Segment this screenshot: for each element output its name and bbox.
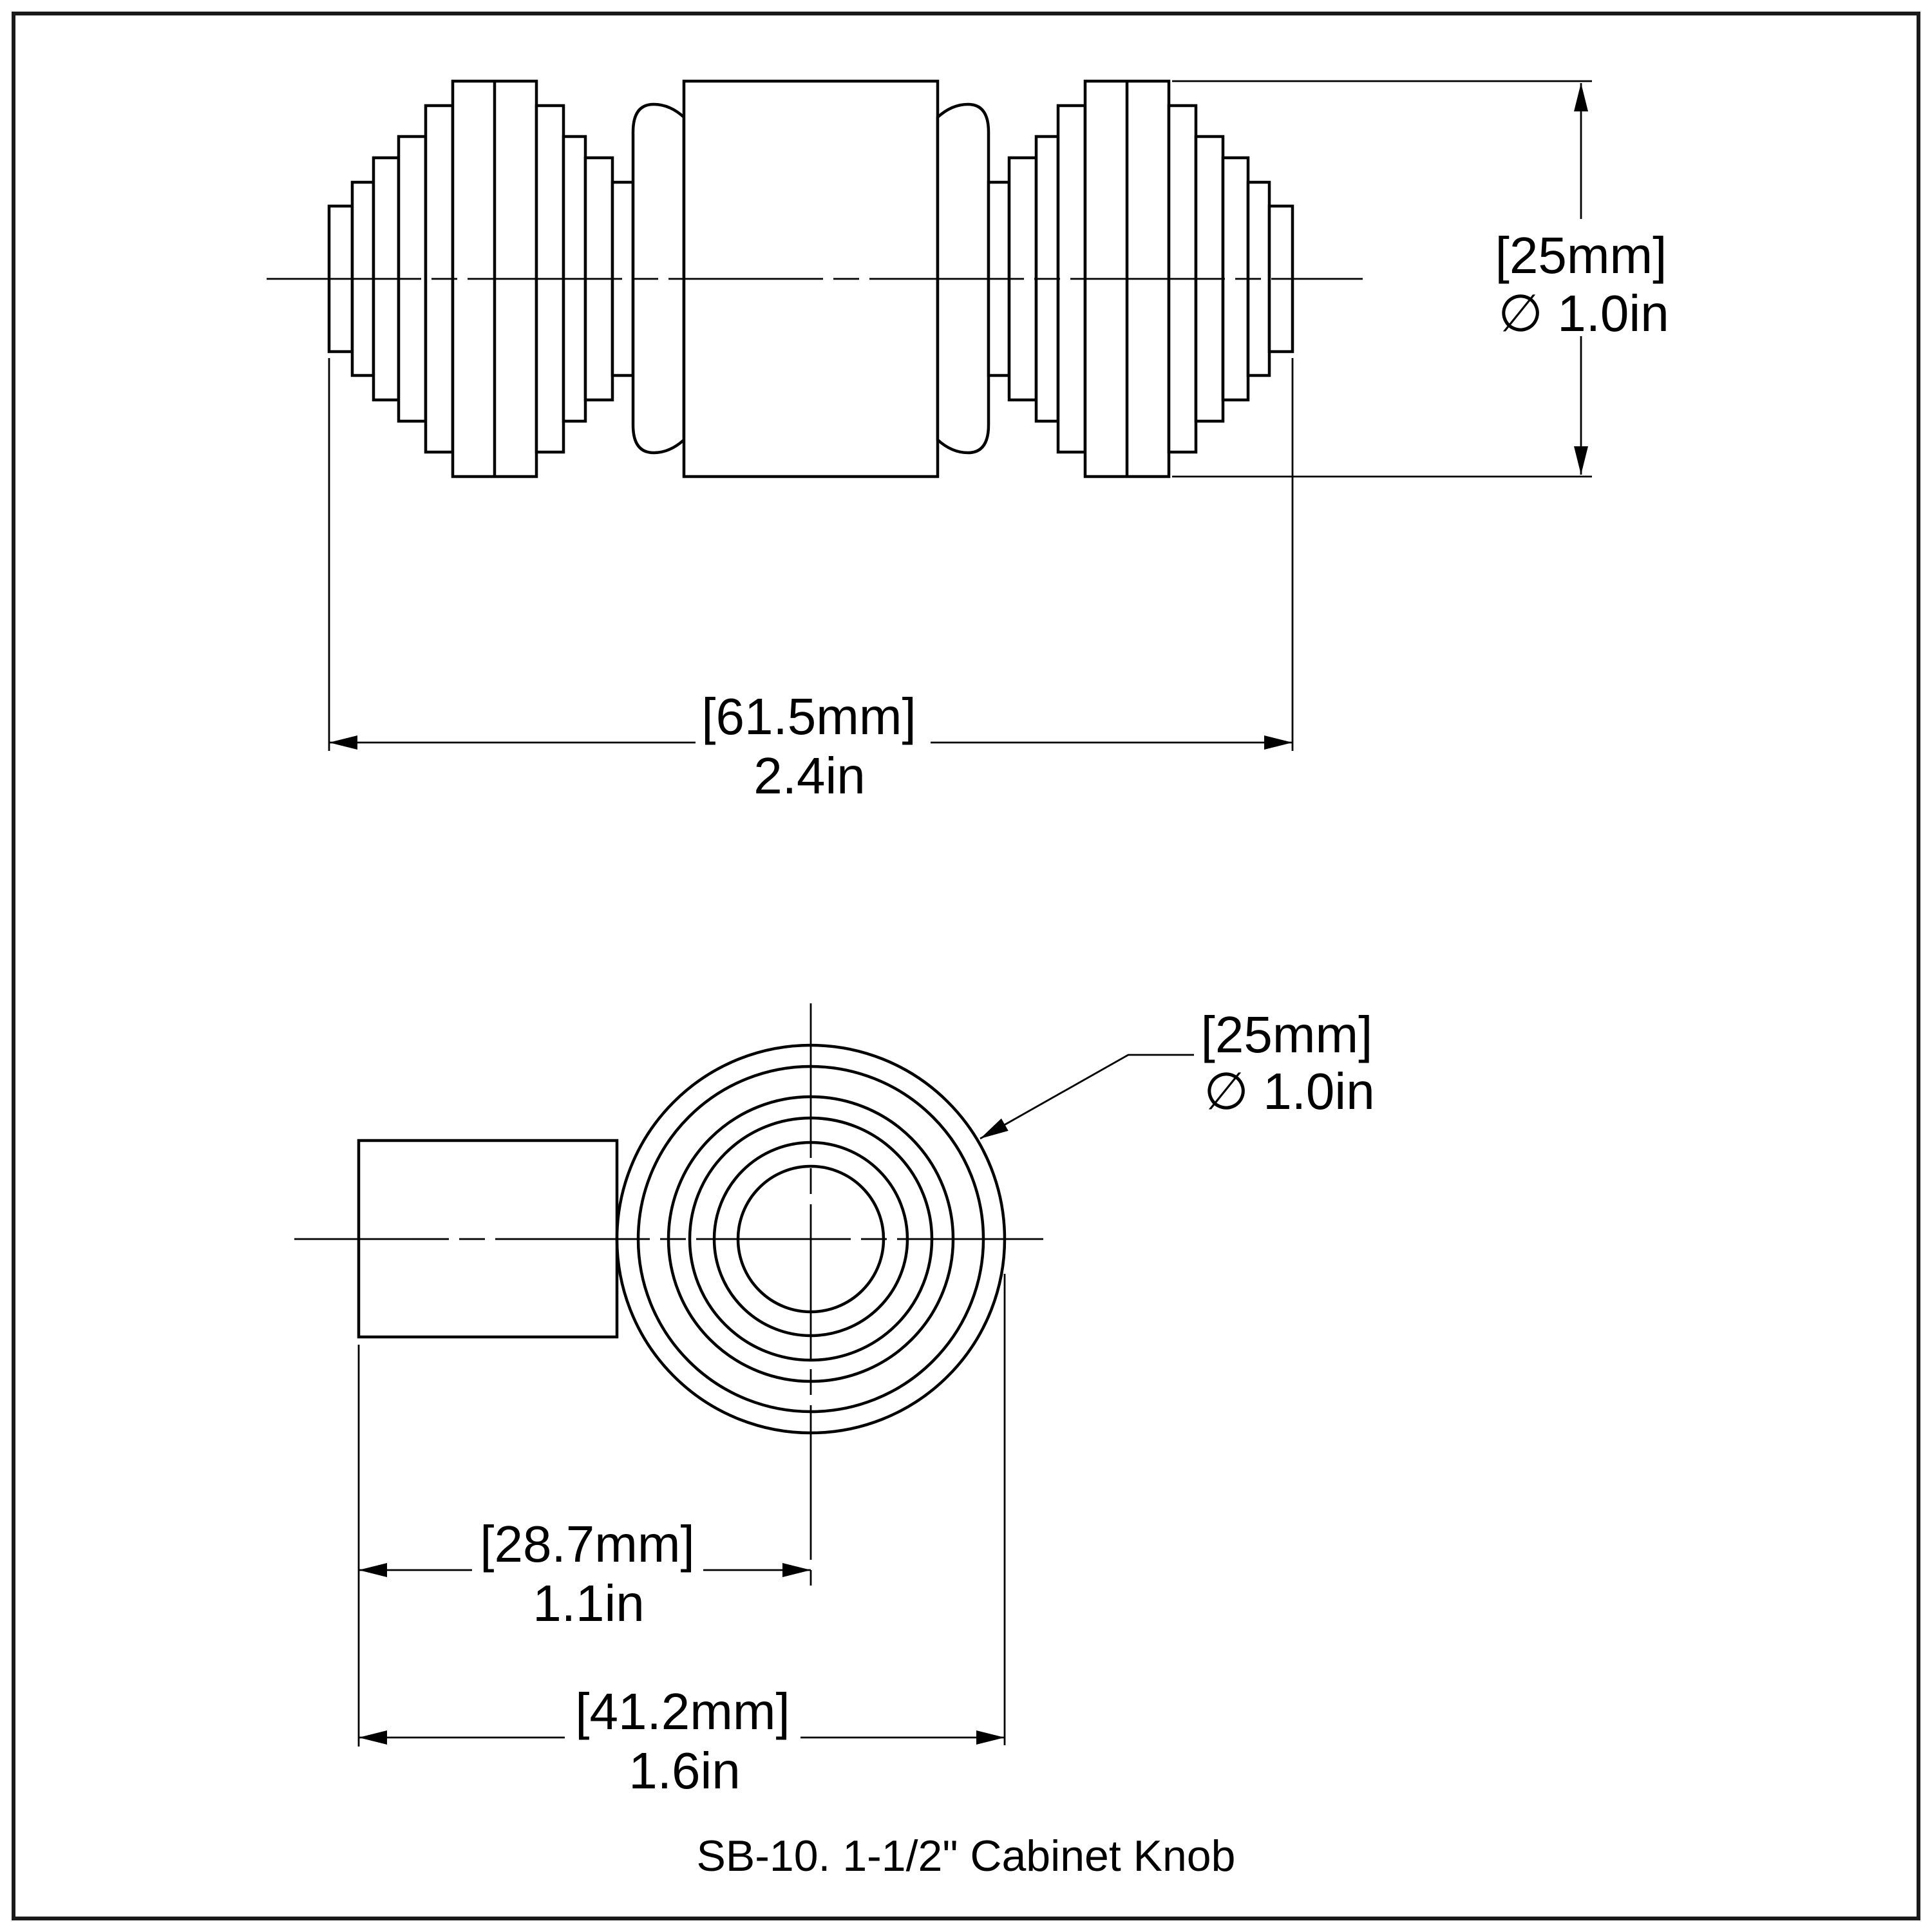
front-view: [28.7mm] 1.1in [41.2mm] 1.6in [25mm] ∅ 1…	[294, 1003, 1375, 1799]
arrowhead	[359, 1563, 387, 1577]
arrowhead	[1574, 446, 1588, 475]
drawing-caption: SB-10. 1-1/2" Cabinet Knob	[697, 1832, 1236, 1880]
depth-dim-in-label: 1.6in	[629, 1742, 740, 1799]
ferrule	[631, 102, 686, 455]
top-view: [61.5mm] 2.4in [25mm] ∅ 1.0in	[267, 79, 1669, 804]
diameter-dim-in-label: ∅ 1.0in	[1498, 285, 1669, 342]
offset-dim-mm-label: [28.7mm]	[480, 1515, 694, 1573]
arrowhead	[980, 1118, 1009, 1139]
leader-line	[980, 1054, 1194, 1140]
leader-diameter-in-label: ∅ 1.0in	[1204, 1063, 1374, 1120]
length-dim-mm-label: [61.5mm]	[701, 688, 916, 745]
arrowhead	[976, 1730, 1005, 1745]
arrowhead	[1264, 735, 1293, 750]
drawing-border	[12, 12, 1920, 1920]
leader-diameter-mm-label: [25mm]	[1201, 1006, 1373, 1063]
arrowhead	[329, 735, 357, 750]
arrowhead	[782, 1563, 811, 1577]
depth-dim-mm-label: [41.2mm]	[575, 1683, 790, 1740]
length-dim-in-label: 2.4in	[753, 747, 865, 804]
diameter-dim-mm-label: [25mm]	[1495, 227, 1667, 284]
arrowhead	[359, 1730, 387, 1745]
offset-dim-in-label: 1.1in	[533, 1575, 644, 1632]
arrowhead	[1574, 83, 1588, 111]
